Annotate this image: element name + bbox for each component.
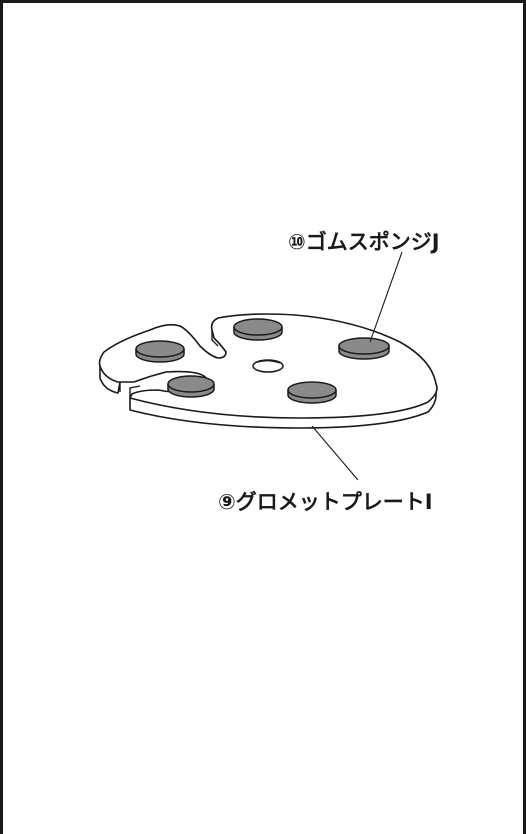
- plate-leader-line: [311, 425, 359, 481]
- plate-callout-label: ⑨グロメットプレートI: [218, 490, 433, 514]
- sponge-pad-lower-left: [167, 375, 215, 398]
- plate-notch-walls: [119, 330, 219, 398]
- sponge-pad-top: [233, 318, 283, 341]
- sponge-pad-lower-right: [287, 381, 337, 404]
- sponge-leader-line: [369, 251, 403, 343]
- sponge-pad-left: [135, 340, 185, 363]
- sponge-callout-label: ⑩ゴムスポンジJ: [288, 230, 440, 254]
- center-hole: [252, 359, 284, 373]
- sponge-pad-right: [338, 337, 390, 360]
